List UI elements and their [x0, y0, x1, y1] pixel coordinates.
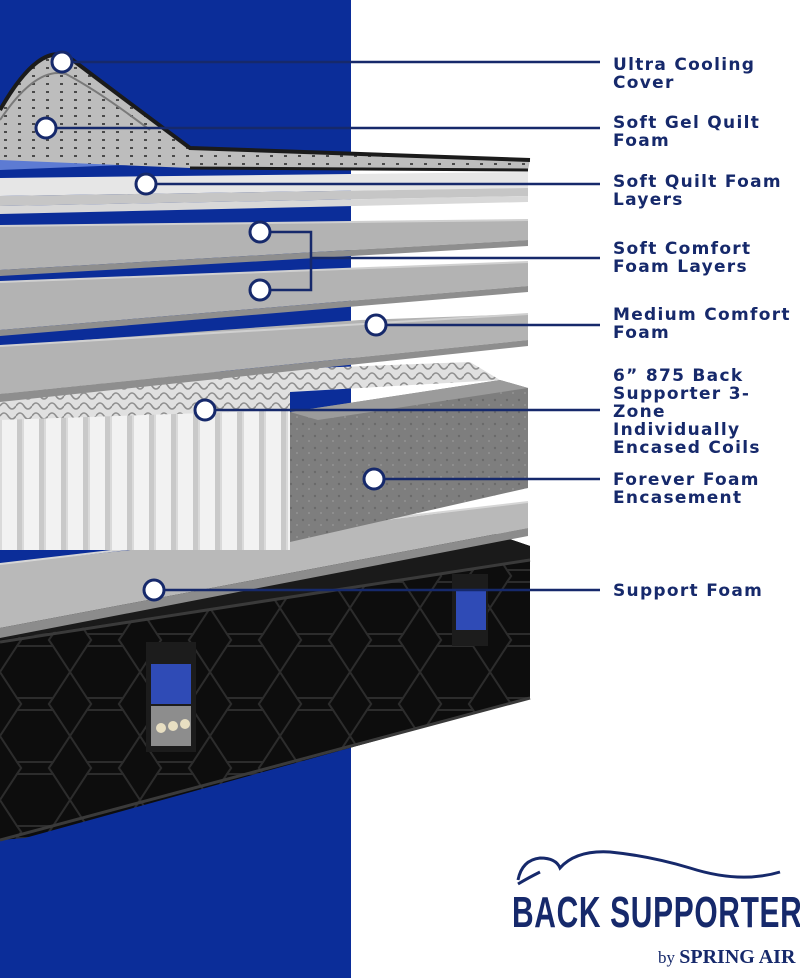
circle-marker-icon [248, 278, 272, 302]
brand-tag-side [452, 574, 488, 646]
wave-swoosh-icon [516, 850, 781, 886]
brand-by: by [658, 948, 675, 967]
dot-icon [156, 723, 166, 733]
label-encased-coils: 6” 875 Back Supporter 3-Zone Individuall… [613, 366, 761, 458]
brand-maker: SPRING AIR [679, 946, 796, 968]
label-soft-quilt-foam-layers: Soft Quilt Foam Layers [613, 172, 782, 210]
label-soft-comfort-foam-layers: Soft Comfort Foam Layers [613, 239, 752, 277]
circle-marker-icon [248, 220, 272, 244]
circle-marker-icon [364, 313, 388, 337]
label-forever-foam-encasement: Forever Foam Encasement [613, 470, 760, 508]
label-medium-comfort-foam: Medium Comfort Foam [613, 305, 791, 343]
circle-marker-icon [193, 398, 217, 422]
circle-marker-icon [134, 172, 158, 196]
medium-comfort-foam-layer [0, 313, 529, 402]
dot-icon [168, 721, 178, 731]
circle-marker-icon [142, 578, 166, 602]
brand-byline: by SPRING AIR [658, 946, 795, 969]
brand-tag-front [146, 642, 196, 752]
circle-marker-icon [362, 467, 386, 491]
label-support-foam: Support Foam [613, 581, 764, 601]
label-soft-gel-quilt-foam: Soft Gel Quilt Foam [613, 113, 761, 151]
callout-lines [46, 60, 600, 592]
label-ultra-cooling-cover: Ultra Cooling Cover [613, 55, 756, 93]
circle-marker-icon [34, 116, 58, 140]
brand-name: BACK SUPPORTER [512, 888, 800, 937]
circle-marker-icon [50, 50, 74, 74]
callout-markers [34, 50, 388, 602]
dot-icon [180, 719, 190, 729]
